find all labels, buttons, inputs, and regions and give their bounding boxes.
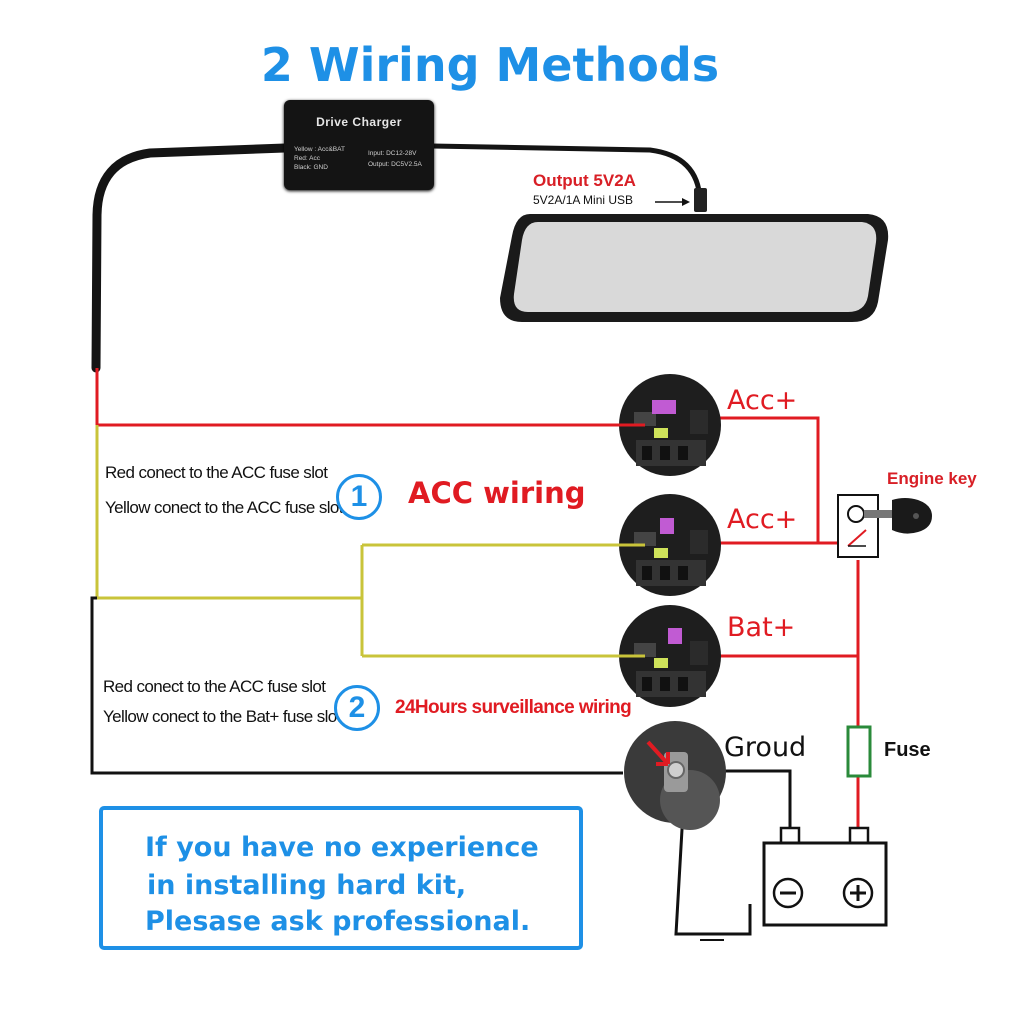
ground-label: Groud	[724, 732, 807, 763]
fuse-box-acc1	[615, 374, 721, 476]
charger-name: Drive Charger	[316, 115, 402, 129]
acc-plus-label-2: Acc+	[727, 504, 798, 535]
usb-plug	[694, 188, 707, 212]
engine-key-switch	[837, 494, 879, 558]
charger-left-cable	[91, 143, 290, 373]
charger-line-black: Black: GND	[294, 164, 328, 171]
method2-number: 2	[334, 685, 380, 731]
black-ground-wire	[90, 596, 623, 775]
ground-return	[674, 811, 752, 936]
charger-line-red: Red: Acc	[294, 155, 321, 162]
fuse-symbol	[846, 725, 872, 778]
acc-plus-label-1: Acc+	[727, 385, 798, 416]
charger-line-yellow: Yellow : Acc&BAT	[294, 146, 345, 153]
method2-line2: Yellow conect to the Bat+ fuse slot	[103, 707, 341, 726]
acc-circuit	[720, 416, 820, 545]
fuse-box-bat	[615, 605, 721, 707]
method1-number: 1	[336, 474, 382, 520]
notice-line1: If you have no experience	[145, 832, 539, 863]
method2-line1: Red conect to the ACC fuse slot	[103, 677, 326, 696]
fuse-label: Fuse	[884, 739, 931, 761]
output-label: Output 5V2A	[533, 171, 636, 190]
ground-bolt-photo	[624, 721, 726, 830]
page-title: 2 Wiring Methods	[260, 38, 720, 92]
ground-wire	[725, 769, 792, 830]
notice-box: If you have no experience in installing …	[99, 806, 583, 950]
fuse-box-acc2	[615, 494, 721, 596]
method1-line2: Yellow conect to the ACC fuse slot	[105, 498, 344, 517]
output-sublabel: 5V2A/1A Mini USB	[533, 193, 634, 207]
bat-plus-label: Bat+	[727, 612, 796, 643]
method2-title: 24Hours surveillance wiring	[395, 697, 632, 718]
method1-line1: Red conect to the ACC fuse slot	[105, 463, 328, 482]
car-key-icon	[864, 498, 932, 534]
drive-charger-box: Drive Charger Yellow : Acc&BAT Red: Acc …	[284, 100, 434, 190]
method1-title: ACC wiring	[408, 476, 586, 510]
rearview-mirror	[500, 214, 889, 322]
red-wire	[95, 368, 615, 427]
yellow-wire-branches	[360, 543, 615, 658]
charger-input: Input: DC12-28V	[368, 150, 417, 157]
battery	[762, 826, 888, 927]
notice-line3: Plesase ask professional.	[145, 906, 531, 937]
pointer-arrow-icon	[646, 740, 670, 766]
charger-output: Output: DC5V2.5A	[368, 161, 422, 168]
notice-line2: in installing hard kit,	[147, 870, 467, 901]
engine-key-label: Engine key	[887, 469, 977, 488]
